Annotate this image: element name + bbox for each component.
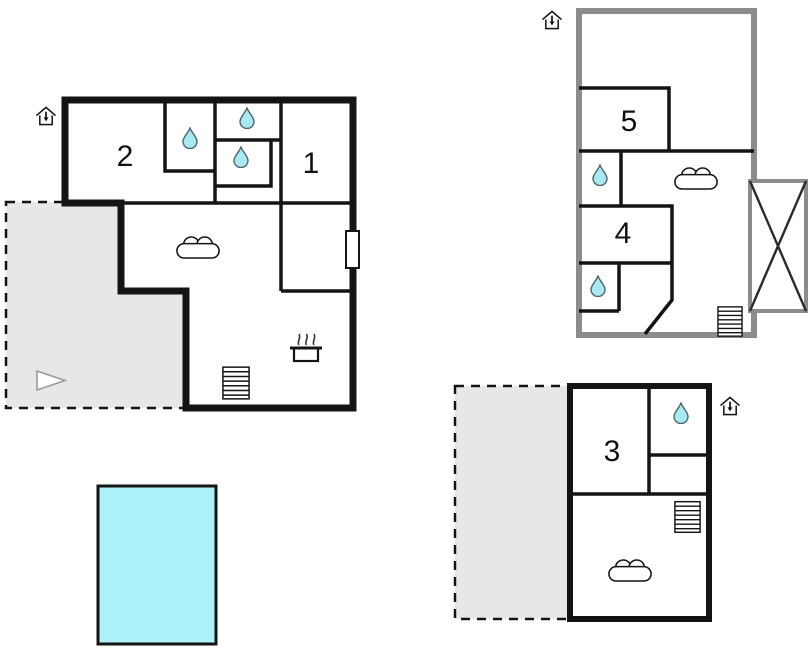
- entrance-house-icon: [35, 106, 57, 126]
- entrance-house-icon: [541, 10, 563, 30]
- lower-right-house: 3: [453, 383, 741, 622]
- room-3-label: 3: [604, 435, 621, 468]
- room-4-label: 4: [615, 217, 632, 250]
- stove-pot-icon: [290, 333, 322, 363]
- cross-terrace: [748, 179, 808, 313]
- stairs-icon: [717, 306, 743, 337]
- room-5-label: 5: [621, 105, 638, 138]
- swimming-pool: [96, 484, 218, 646]
- room-1-label: 1: [303, 147, 320, 180]
- cross-icon: [748, 180, 808, 312]
- main-house-inner-walls: [121, 100, 353, 293]
- play-triangle-icon: [36, 369, 68, 392]
- upper-floor-inner-walls: [579, 86, 754, 336]
- lower-right-inner-walls: [570, 386, 709, 496]
- entrance-house-icon: [719, 396, 741, 416]
- stairs-icon: [674, 500, 701, 534]
- terrace-lower-right: [453, 384, 572, 621]
- main-house: 2 1: [4, 96, 360, 412]
- upper-floor-outline: [576, 8, 757, 338]
- stairs-icon: [222, 366, 250, 400]
- room-2-label: 2: [117, 140, 134, 173]
- upper-floor-house: 5 4: [541, 8, 808, 338]
- window-marker: [345, 230, 360, 269]
